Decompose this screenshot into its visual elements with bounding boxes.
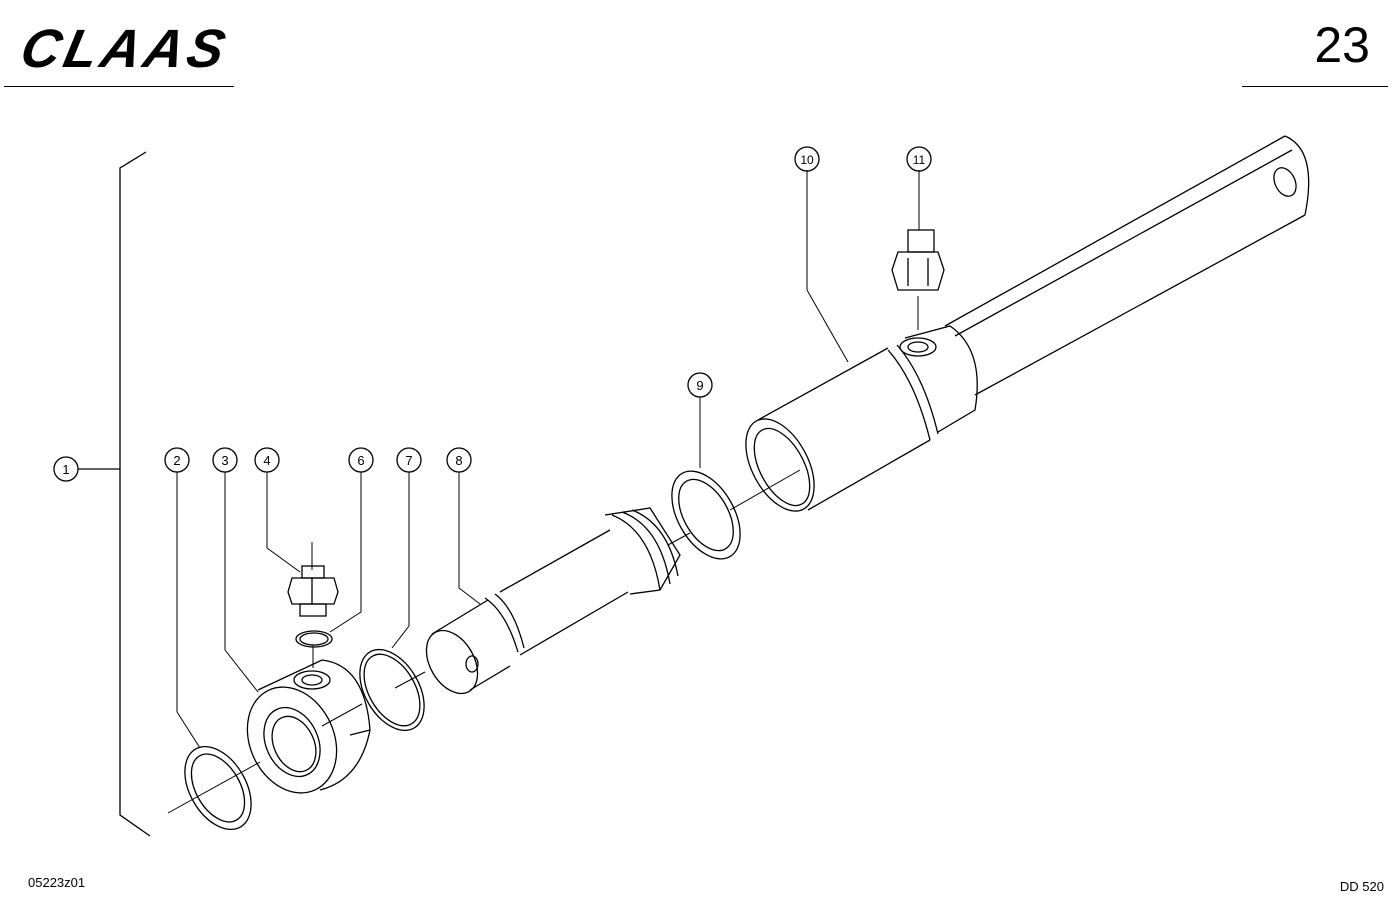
callout-label: 2 <box>173 453 180 468</box>
callout-circles <box>53 146 932 482</box>
part-10-cylinder-barrel <box>745 135 1310 512</box>
part-4-fitting <box>287 565 339 617</box>
callout-label: 7 <box>405 453 412 468</box>
page-number: 23 <box>1314 17 1370 73</box>
callout-labels: 1 2 3 4 6 7 8 9 10 11 <box>62 153 925 477</box>
callout-label: 3 <box>221 453 228 468</box>
part-8-piston-rod <box>425 507 681 695</box>
part-9-guide-ring <box>671 470 741 560</box>
callout-label: 11 <box>913 153 926 167</box>
callout-label: 4 <box>263 453 270 468</box>
drawing-code: 05223z01 <box>28 875 86 890</box>
part-3-cylinder-head <box>246 659 371 794</box>
leader-lines <box>176 170 920 749</box>
callout-label: 1 <box>62 462 69 477</box>
part-2-ring <box>184 745 252 831</box>
assembly-bracket <box>78 151 151 837</box>
header-rule-left <box>4 86 234 87</box>
callout-label: 9 <box>696 378 703 393</box>
header-rule-right <box>1242 86 1388 87</box>
callout-label: 10 <box>800 153 814 167</box>
part-7-seal <box>359 648 425 732</box>
callout-label: 8 <box>455 453 462 468</box>
centre-axis <box>167 296 919 814</box>
callout-label: 6 <box>357 453 364 468</box>
model-code: DD 520 <box>1339 879 1384 894</box>
part-6-oring <box>295 630 333 648</box>
part-11-fitting <box>891 229 945 291</box>
